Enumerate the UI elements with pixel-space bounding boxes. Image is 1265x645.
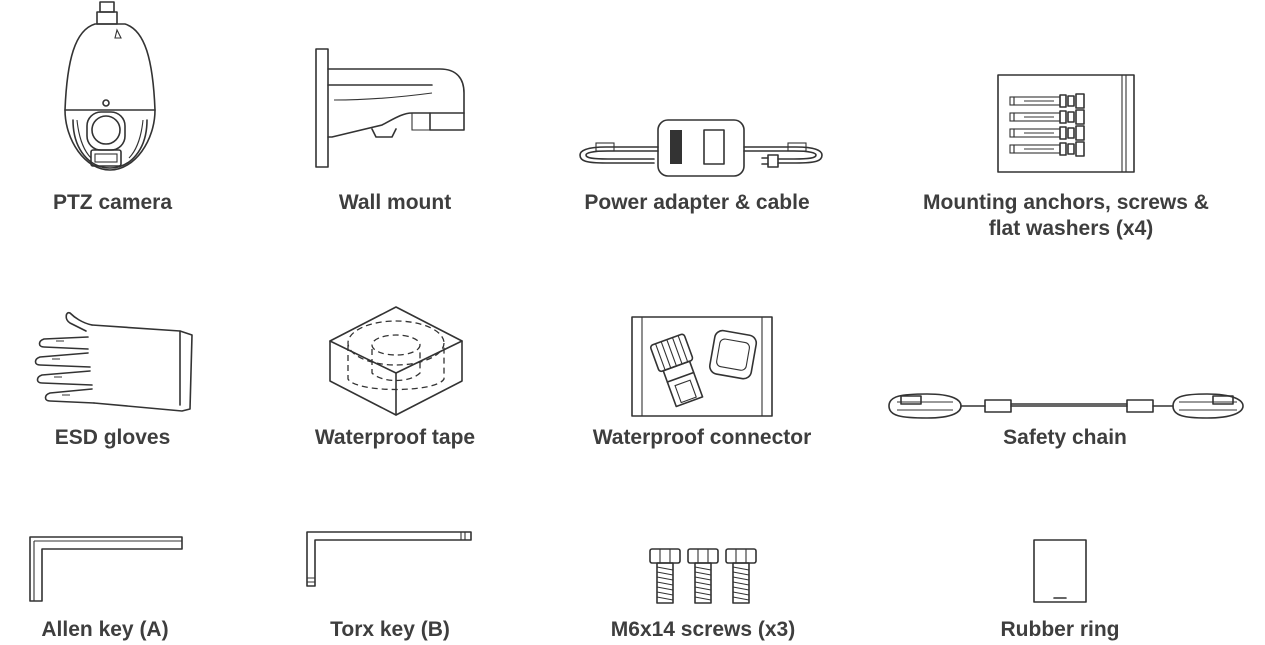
item-label: Rubber ring [1000,618,1120,641]
screws-icon [649,548,757,604]
item-label: Power adapter & cable [584,191,810,214]
item-label: Waterproof connector [592,426,812,449]
item-label: ESD gloves [54,426,171,449]
item-label: Torx key (B) [330,618,450,641]
item-label: Safety chain [1003,426,1127,449]
item-label-line1: Mounting anchors, screws & [923,191,1209,214]
item-label: M6x14 screws (x3) [610,618,796,641]
anchors-screws-icon [997,74,1135,173]
allen-key-icon [29,536,183,602]
item-label: Wall mount [338,191,452,214]
item-label-line2: flat washers (x4) [988,217,1154,240]
wall-mount-icon [315,48,465,168]
torx-key-icon [306,531,472,587]
power-adapter-icon [579,119,823,177]
safety-chain-icon [888,393,1244,419]
connector-icon [631,316,773,417]
rubber-ring-icon [1033,539,1087,603]
item-label: Allen key (A) [41,618,169,641]
gloves-icon [34,311,193,412]
ptz-camera-icon [64,1,156,171]
item-label: PTZ camera [52,191,173,214]
item-label: Waterproof tape [314,426,476,449]
tape-icon [329,306,463,416]
